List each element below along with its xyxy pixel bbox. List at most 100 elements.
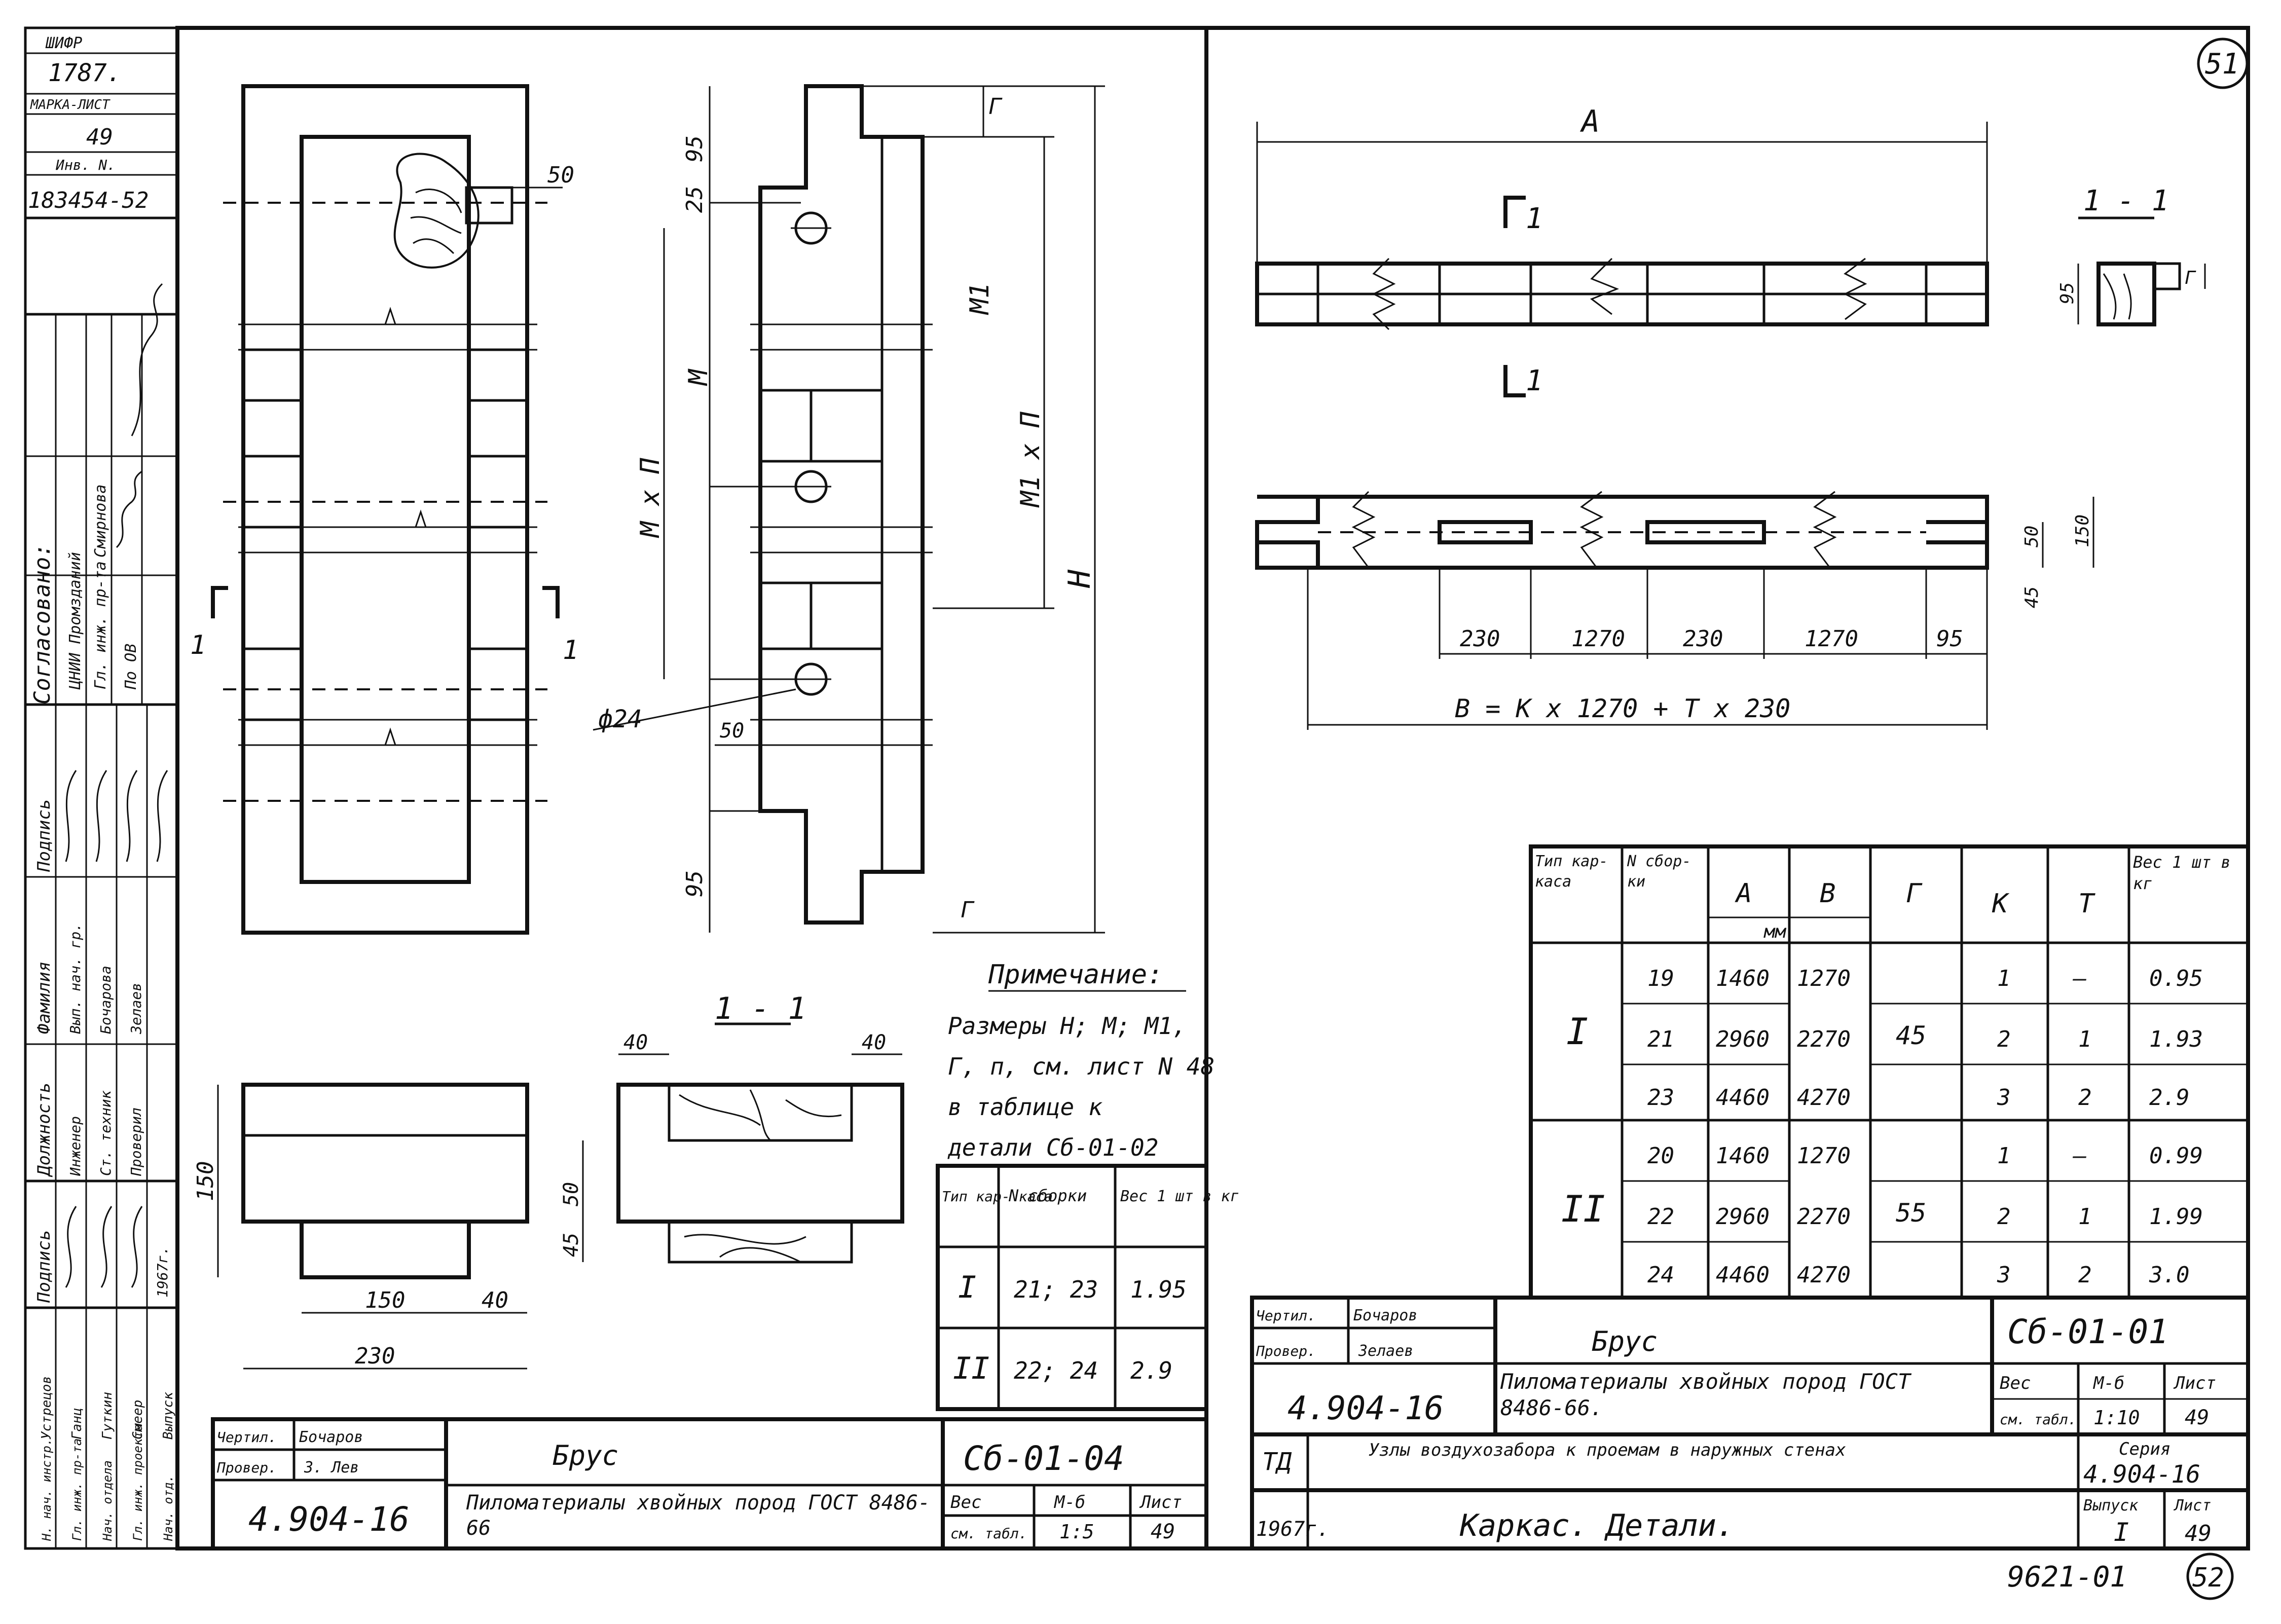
small-row0-w: 1.95 xyxy=(1130,1276,1187,1303)
small-head-n: N сборки xyxy=(1008,1186,1087,1205)
left-chertil-sign: Бочаров xyxy=(299,1428,363,1446)
right-sec-mark-bot: 1 xyxy=(1526,364,1543,397)
dim-50-side: 50 xyxy=(720,719,744,743)
right-prover-sign: Зелаев xyxy=(1358,1342,1413,1360)
big-g1-r2-w: 3.0 xyxy=(2149,1262,2189,1288)
big-g1-r0-T: — xyxy=(2072,1143,2087,1169)
right-series-num: 4.904-16 xyxy=(1287,1390,1444,1427)
big-g0-r1-w: 1.93 xyxy=(2149,1026,2203,1052)
big-head-type: Тип кар- каса xyxy=(1535,853,1608,891)
big-g1-r0-K: 1 xyxy=(1997,1143,2011,1169)
right-col-ves: Вес xyxy=(2000,1373,2031,1393)
right-dim-150: 150 xyxy=(2072,514,2093,547)
dim-MxP: М х П xyxy=(635,458,666,538)
note-line-2: в таблице к xyxy=(948,1093,1102,1121)
left-name-1: Ганц xyxy=(69,1408,85,1440)
big-head-A: А xyxy=(1735,878,1752,909)
big-g1-r0-w: 0.99 xyxy=(2149,1143,2203,1169)
right-chertil-label: Чертил. xyxy=(1256,1307,1316,1324)
left-ves: см. табл. xyxy=(950,1525,1027,1542)
staff-surname-1: Бочарова xyxy=(97,966,114,1034)
note-line-1: Г, п, см. лист N 48 xyxy=(948,1053,1215,1080)
dim-A: А xyxy=(1579,104,1600,139)
small-head-w: Вес 1 шт в кг xyxy=(1120,1188,1239,1205)
approval-row-1: Гл. инж. пр-та xyxy=(92,561,109,689)
left-chertil-label: Чертил. xyxy=(217,1429,277,1446)
right-sec-95: 95 xyxy=(2057,282,2078,304)
big-g0-r2-B: 4270 xyxy=(1797,1085,1851,1111)
right-material: Пиломатериалы хвойных пород ГОСТ 8486-66… xyxy=(1500,1369,1911,1420)
right-col-mb: М-б xyxy=(2093,1373,2124,1393)
approval-name: Смирнова xyxy=(92,485,109,558)
big-g0-r0-K: 1 xyxy=(1997,966,2011,991)
right-dim-1270b: 1270 xyxy=(1805,626,1858,652)
approval-signature xyxy=(131,283,163,436)
head-dolzhnost: Должность xyxy=(34,1083,54,1177)
big-g0-r2-n: 23 xyxy=(1647,1085,1674,1111)
shifr-value: 1787. xyxy=(48,59,122,87)
left-name-2: Гуткин xyxy=(100,1392,115,1440)
big-g0-r0-B: 1270 xyxy=(1797,966,1851,991)
small-row1-n: 22; 24 xyxy=(1014,1357,1098,1384)
right-front-view: 50 150 45 230 1270 230 1270 95 В = К х 1… xyxy=(1255,491,2094,730)
staff-surname-2: Зелаев xyxy=(128,983,144,1035)
left-role-1: Гл. инж. пр-та xyxy=(70,1438,84,1541)
left-side-view: 95 25 М М х П 95 Г М1 М1 х П Н Г ф24 50 xyxy=(593,84,1105,934)
sheet-number-circle xyxy=(2197,38,2249,89)
right-title-block: Чертил. Бочаров Провер. Зелаев 4.904-16 … xyxy=(1250,1296,2250,1551)
left-bottom-view: 150 150 40 230 xyxy=(193,1083,529,1370)
staff-title-0: Инженер xyxy=(67,1116,84,1176)
left-scale: 1:5 xyxy=(1059,1521,1094,1543)
big-g1-G: 55 xyxy=(1896,1198,1926,1228)
note-line-3: детали Сб-01-02 xyxy=(947,1134,1158,1161)
right-part-name: Брус xyxy=(1592,1325,1658,1357)
right-ves: см. табл. xyxy=(2000,1411,2077,1428)
dim-150-h: 150 xyxy=(365,1287,405,1313)
left-section-label: 1 - 1 xyxy=(715,991,806,1026)
left-name-3: Смеер xyxy=(130,1400,145,1440)
big-g0-r2-T: 2 xyxy=(2078,1085,2092,1111)
head-podpis-2: Подпись xyxy=(34,1230,54,1303)
right-chertil-sign: Бочаров xyxy=(1353,1307,1417,1324)
right-dim-45: 45 xyxy=(2021,586,2042,608)
approval-row-0: ЦНИИ Промзданий xyxy=(66,552,84,690)
dim-M1: М1 xyxy=(965,282,995,315)
right-seria-label: Серия xyxy=(2119,1439,2170,1459)
big-unit: мм xyxy=(1763,921,1787,942)
right-part-code: Сб-01-01 xyxy=(2007,1312,2168,1351)
big-g1-type: II xyxy=(1561,1188,1605,1230)
big-g1-r0-B: 1270 xyxy=(1797,1143,1851,1169)
left-sheet: 49 xyxy=(1151,1520,1175,1543)
sheet-number: 51 xyxy=(2205,48,2239,81)
big-g0-r2-A: 4460 xyxy=(1716,1085,1770,1111)
big-g0-r0-A: 1460 xyxy=(1716,966,1770,991)
right-seria: 4.904-16 xyxy=(2083,1460,2200,1489)
sec-dim-40a: 40 xyxy=(623,1031,648,1054)
big-g1-r2-n: 24 xyxy=(1647,1262,1674,1288)
big-g1-r1-K: 2 xyxy=(1997,1204,2011,1230)
left-front-view: 50 1 1 xyxy=(190,84,578,935)
left-material: Пиломатериалы хвойных пород ГОСТ 8486-66 xyxy=(466,1491,931,1540)
right-top-view: А 1 1 xyxy=(1255,104,1989,397)
dim-50-top: 50 xyxy=(547,162,574,188)
dim-G-bottom: Г xyxy=(961,897,975,923)
big-g1-r1-B: 2270 xyxy=(1797,1204,1851,1230)
big-g0-r0-n: 19 xyxy=(1647,966,1674,991)
staff-role-0: Вып. нач. гр. xyxy=(67,923,84,1034)
big-g1-r0-A: 1460 xyxy=(1716,1143,1770,1169)
left-name-4: Выпуск xyxy=(161,1392,176,1440)
right-col-list: Лист xyxy=(2173,1373,2216,1393)
big-g1-r1-A: 2960 xyxy=(1716,1204,1770,1230)
left-col-mb: М-б xyxy=(1054,1492,1085,1512)
big-g1-r1-T: 1 xyxy=(2078,1204,2092,1230)
head-podpis: Подпись xyxy=(34,799,54,872)
right-dim-230b: 230 xyxy=(1683,626,1723,652)
big-g0-G: 45 xyxy=(1896,1021,1926,1050)
right-sec-mark-top: 1 xyxy=(1526,202,1543,235)
dim-M: М xyxy=(683,368,714,386)
right-vypusk: I xyxy=(2114,1518,2129,1547)
left-prover-sign: З. Лев xyxy=(304,1459,359,1477)
registration-stamp: ШИФР 1787. МАРКА-ЛИСТ 49 Инв. N. 183454-… xyxy=(24,26,179,1550)
big-g1-r0-n: 20 xyxy=(1647,1143,1674,1169)
left-name-0: Устрецов xyxy=(39,1376,54,1440)
